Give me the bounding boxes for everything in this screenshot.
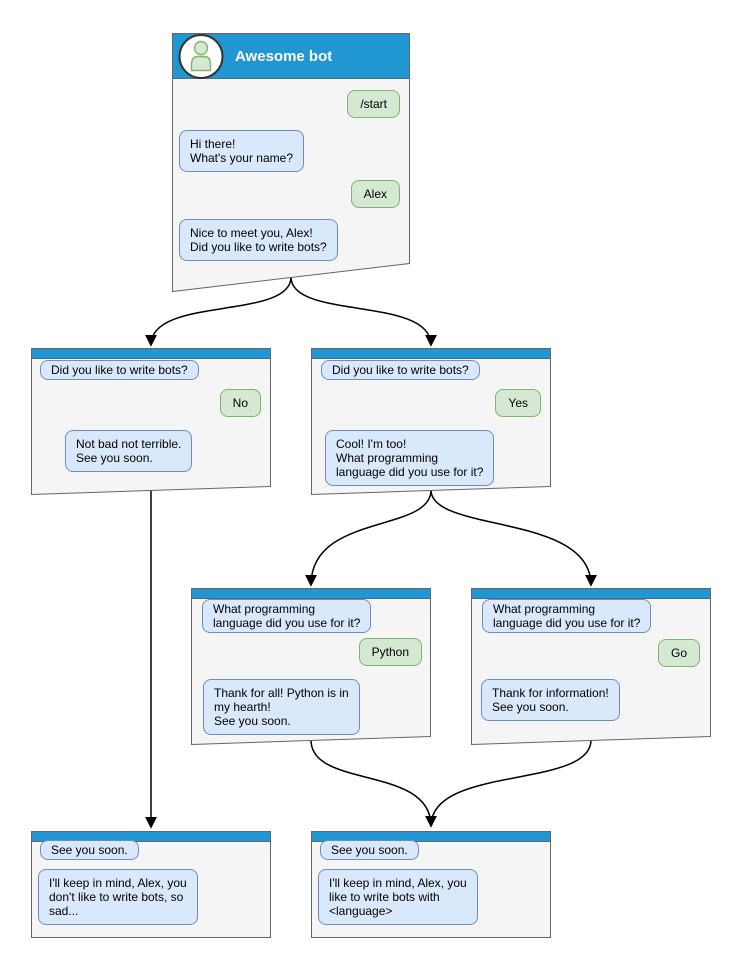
bot-avatar	[178, 33, 224, 79]
connector-yes-to-go	[430, 489, 597, 587]
bot-title: Awesome bot	[235, 47, 333, 65]
window-titlebar	[31, 348, 271, 359]
context-message-bubble: Did you like to write bots?	[321, 360, 480, 380]
chat-window-branch-yes: Did you like to write bots? Yes Cool! I'…	[311, 348, 551, 495]
connector-python-to-end	[310, 739, 437, 828]
chat-window-branch-no: Did you like to write bots? No Not bad n…	[31, 348, 271, 495]
user-message-bubble: Python	[358, 638, 422, 666]
chat-window-end-yes: See you soon. I'll keep in mind, Alex, y…	[311, 831, 551, 938]
user-message-bubble: Go	[657, 639, 700, 667]
chat-window-branch-python: What programming language did you use fo…	[191, 588, 431, 745]
person-icon	[190, 40, 212, 71]
user-message-bubble: /start	[347, 90, 400, 118]
connector-go-to-end	[430, 739, 592, 827]
bot-message-bubble: I'll keep in mind, Alex, you like to wri…	[318, 869, 478, 925]
context-message-bubble: What programming language did you use fo…	[202, 599, 372, 633]
window-titlebar	[471, 588, 711, 599]
user-message-bubble: No	[219, 389, 261, 417]
window-titlebar	[31, 831, 271, 842]
user-message-bubble: Yes	[495, 389, 541, 417]
connector-root-to-yes	[290, 276, 437, 347]
connector-yes-to-python	[305, 489, 432, 587]
chat-window-end-no: See you soon. I'll keep in mind, Alex, y…	[31, 831, 271, 938]
user-message-bubble: Alex	[350, 180, 400, 208]
bot-message-bubble: Thank for all! Python is in my hearth! S…	[203, 679, 360, 735]
window-titlebar	[311, 348, 551, 359]
bot-message-bubble: Thank for information! See you soon.	[481, 679, 620, 721]
bot-message-bubble: Nice to meet you, Alex! Did you like to …	[179, 219, 338, 261]
bot-message-bubble: Not bad not terrible. See you soon.	[65, 430, 193, 472]
chat-window-header: Awesome bot	[172, 33, 410, 79]
context-message-bubble: See you soon.	[40, 840, 139, 860]
context-message-bubble: See you soon.	[320, 840, 419, 860]
chat-window-root: Awesome bot /start Hi there! What's your…	[172, 33, 410, 293]
window-titlebar	[191, 588, 431, 599]
window-titlebar	[311, 831, 551, 842]
bot-message-bubble: Cool! I'm too! What programming language…	[325, 430, 495, 486]
chat-window-branch-go: What programming language did you use fo…	[471, 588, 711, 745]
context-message-bubble: Did you like to write bots?	[40, 360, 199, 380]
connector-root-to-no	[145, 276, 292, 347]
bot-message-bubble: Hi there! What's your name?	[179, 130, 305, 172]
bot-message-bubble: I'll keep in mind, Alex, you don't like …	[38, 869, 198, 925]
context-message-bubble: What programming language did you use fo…	[482, 599, 652, 633]
